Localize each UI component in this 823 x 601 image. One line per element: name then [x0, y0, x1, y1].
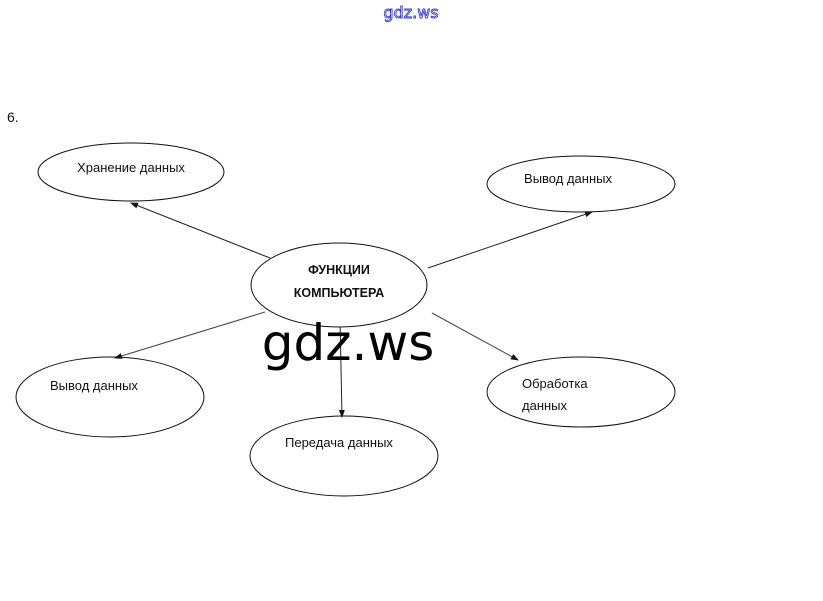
- node-output-right: Вывод данных: [486, 155, 676, 213]
- node-transfer: Передача данных: [249, 415, 439, 497]
- arrow-to-transfer: [338, 317, 345, 418]
- watermark-center: gdz.ws: [262, 314, 435, 372]
- node-center: ФУНКЦИИ КОМПЬЮТЕРА: [250, 242, 428, 328]
- arrow-to-processing: [431, 312, 519, 361]
- node-output-right-label: Вывод данных: [524, 171, 612, 186]
- watermark-top: gdz.ws: [383, 3, 438, 22]
- center-label-line1: ФУНКЦИИ: [308, 263, 370, 277]
- node-transfer-label: Передача данных: [285, 435, 393, 450]
- node-processing-label-line2: данных: [522, 398, 568, 413]
- node-output-left-label: Вывод данных: [50, 378, 138, 393]
- node-processing: Обработка данных: [486, 356, 676, 428]
- arrow-to-output-left: [114, 311, 266, 359]
- node-storage-label: Хранение данных: [77, 160, 185, 175]
- node-output-left: Вывод данных: [15, 356, 205, 438]
- task-number: 6.: [7, 109, 19, 125]
- node-processing-label-line1: Обработка: [522, 376, 588, 391]
- arrow-to-output-right: [427, 211, 593, 269]
- arrow-to-storage: [130, 202, 271, 259]
- center-label-line2: КОМПЬЮТЕРА: [294, 286, 385, 300]
- node-storage: Хранение данных: [37, 142, 225, 202]
